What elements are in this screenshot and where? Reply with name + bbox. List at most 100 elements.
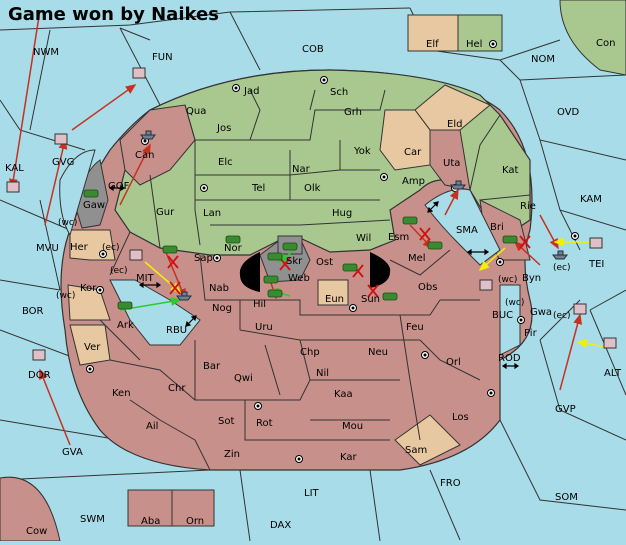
label-sma: SMA <box>456 225 478 236</box>
label-qua: Qua <box>186 106 206 117</box>
land-elf <box>407 14 459 52</box>
label-dax: DAX <box>270 520 291 531</box>
label-nog: Nog <box>212 303 232 314</box>
order-arrows <box>8 9 613 446</box>
land-orn <box>171 489 215 527</box>
label-elc: Elc <box>218 157 233 168</box>
label-bri: Bri <box>490 222 504 233</box>
label-ark: Ark <box>117 320 134 331</box>
label-gva: GVA <box>62 447 83 458</box>
page-title: Game won by Naikes <box>8 4 219 25</box>
sea-buc <box>499 284 521 356</box>
label-buc: BUC <box>492 310 513 321</box>
label-aba: Aba <box>141 516 160 527</box>
label-hug: Hug <box>332 208 352 219</box>
label-orn: Orn <box>186 516 204 527</box>
wall-east <box>370 252 391 288</box>
label-mvu: MVU <box>36 243 59 254</box>
label-bor: BOR <box>22 306 44 317</box>
label-sot: Sot <box>218 416 234 427</box>
label-alt: ALT <box>604 368 622 379</box>
label-obs: Obs <box>418 282 437 293</box>
sea-boundaries <box>0 7 626 542</box>
label-pir: Pir <box>524 328 538 339</box>
label-hil: Hil <box>253 299 266 310</box>
label-fun: FUN <box>152 52 173 63</box>
label-sam: Sam <box>405 445 427 456</box>
army-units <box>83 189 518 310</box>
label-tel: Tel <box>251 183 265 194</box>
label-mou: Mou <box>342 421 363 432</box>
label-fro: FRO <box>440 478 461 489</box>
region-car <box>379 109 431 171</box>
label-cow: Cow <box>26 526 47 537</box>
label-gur: Gur <box>156 207 175 218</box>
label-grh: Grh <box>344 107 362 118</box>
label-kal: KAL <box>5 163 24 174</box>
label-kar: Kar <box>340 452 358 463</box>
label-los: Los <box>452 412 469 423</box>
dislodged-units <box>6 67 617 361</box>
label-coast-ec4: (ec) <box>553 311 571 321</box>
label-jos: Jos <box>216 123 231 134</box>
label-nwm: NWM <box>33 47 59 58</box>
fleet-units <box>140 130 568 301</box>
wall-west <box>239 252 260 292</box>
label-tei: TEI <box>588 259 604 270</box>
region-eun <box>317 279 349 306</box>
label-nor: Nor <box>224 243 243 254</box>
label-rbu: RBU <box>166 325 187 336</box>
label-feu: Feu <box>406 322 424 333</box>
label-jad: Jad <box>243 86 259 97</box>
sea-labels: NWM FUN COB NOM OVD KAM TEI ALT GVP SOM … <box>5 38 622 537</box>
label-coast-ec3: (ec) <box>553 263 571 273</box>
label-dor: DOR <box>28 370 51 381</box>
label-orl: Orl <box>446 357 461 368</box>
label-uru: Uru <box>255 322 273 333</box>
label-amp: Amp <box>402 176 425 187</box>
label-bar: Bar <box>203 361 221 372</box>
label-chr: Chr <box>168 383 186 394</box>
label-zin: Zin <box>224 449 240 460</box>
label-coast-wc3: (wc) <box>498 275 517 285</box>
label-ost: Ost <box>316 257 333 268</box>
label-gvp: GVP <box>555 404 576 415</box>
label-coast-wc4: (wc) <box>505 298 524 308</box>
label-rod: ROD <box>498 353 521 364</box>
label-coast-wc1: (wc) <box>58 218 77 228</box>
label-yok: Yok <box>353 146 371 157</box>
label-kaa: Kaa <box>334 389 353 400</box>
sea-mit <box>109 279 201 346</box>
label-cob: COB <box>302 44 324 55</box>
label-gof: GOF <box>108 181 130 192</box>
label-ail: Ail <box>146 421 158 432</box>
label-coast-wc2: (wc) <box>56 291 75 301</box>
territory-labels: Jad Sch Qua Jos Grh Eld Can Yok Car Uta … <box>70 86 552 463</box>
label-sun: Sun <box>361 294 380 305</box>
label-skr: Skr <box>286 256 303 267</box>
land-con <box>559 0 626 76</box>
label-her: Her <box>70 242 89 253</box>
internal-borders <box>99 89 531 471</box>
label-eun: Eun <box>325 294 344 305</box>
label-nar: Nar <box>292 164 311 175</box>
label-esm: Esm <box>388 232 409 243</box>
label-uta: Uta <box>443 158 460 169</box>
label-kat: Kat <box>502 165 519 176</box>
label-nab: Nab <box>209 283 229 294</box>
label-elf: Elf <box>426 39 439 50</box>
label-byn: Byn <box>522 273 541 284</box>
label-kam: KAM <box>580 194 602 205</box>
label-mel: Mel <box>408 253 426 264</box>
label-ver: Ver <box>84 342 101 353</box>
sea-sma <box>424 188 501 266</box>
label-hel: Hel <box>466 39 482 50</box>
label-rie: Rie <box>520 201 536 212</box>
supply-centers <box>86 40 579 463</box>
label-lan: Lan <box>203 208 221 219</box>
label-coast-ec2: (ec) <box>110 266 128 276</box>
failed-orders <box>167 227 531 298</box>
label-eld: Eld <box>447 119 462 130</box>
